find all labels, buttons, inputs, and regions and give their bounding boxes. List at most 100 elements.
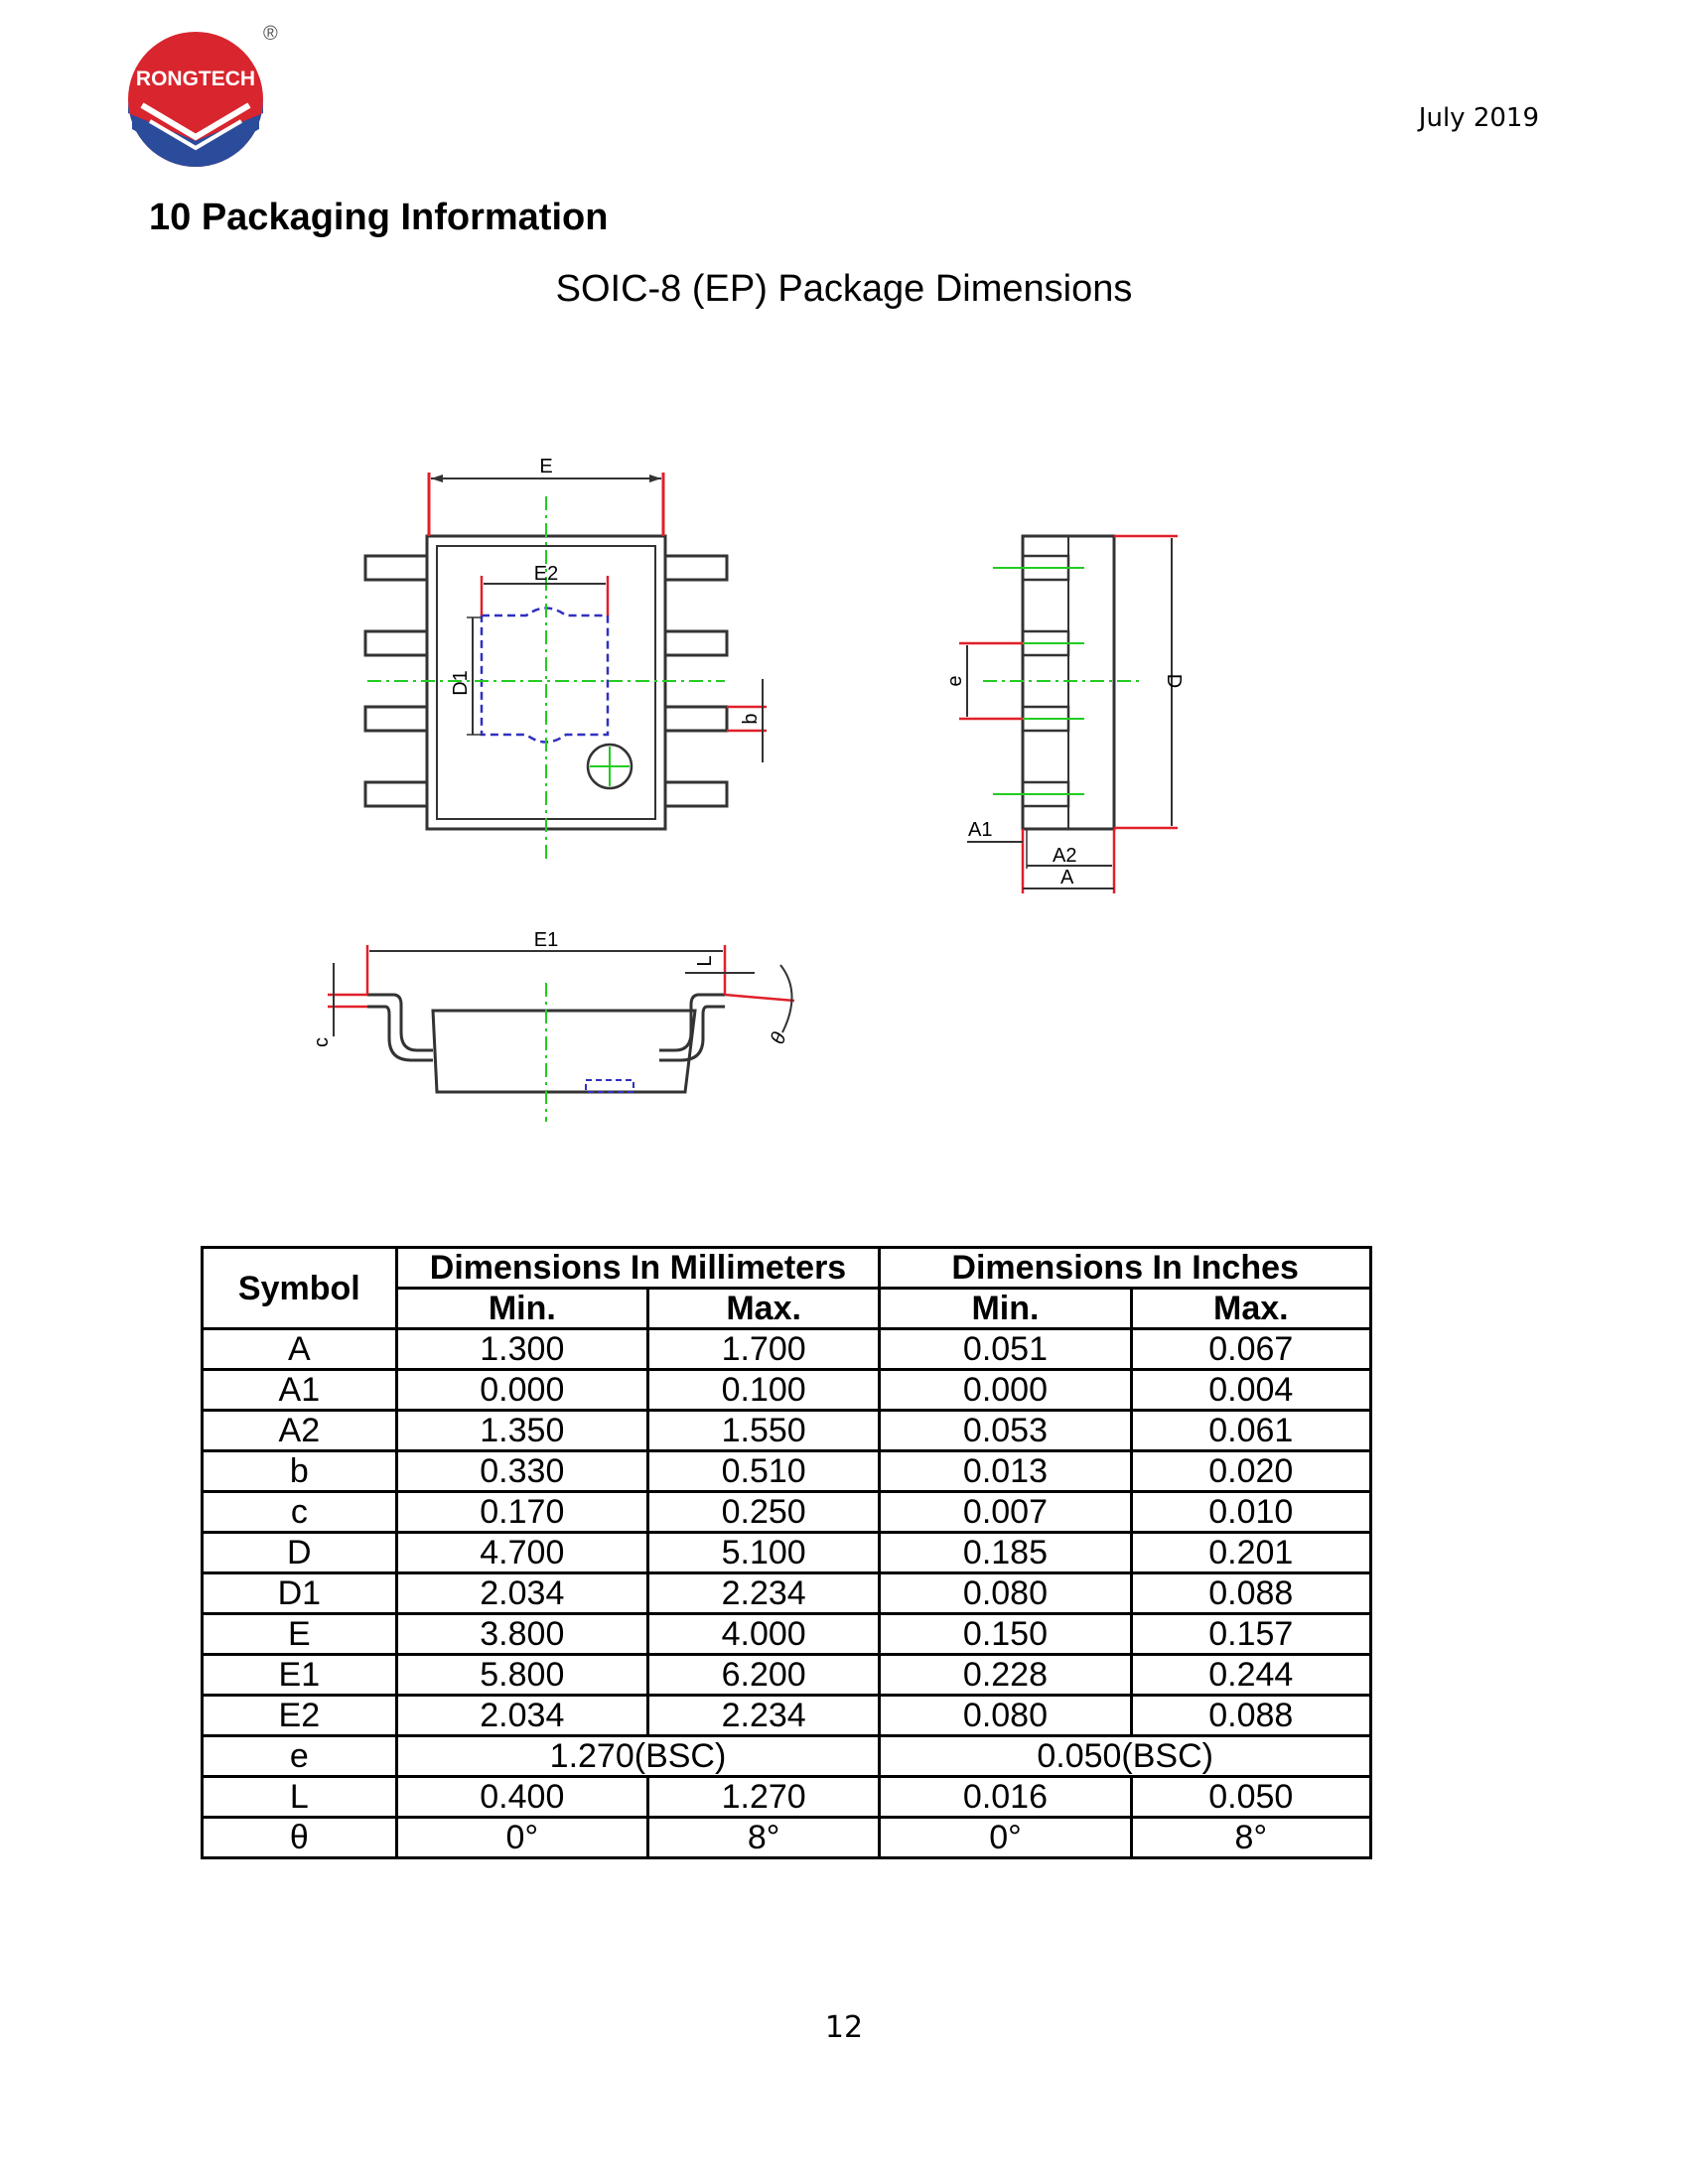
cell-in-min: 0.053 xyxy=(878,1409,1133,1452)
cell-symbol: θ xyxy=(201,1816,398,1859)
cell-in-max: 0.088 xyxy=(1129,1571,1373,1615)
cell-symbol: E xyxy=(201,1612,398,1656)
label-E: E xyxy=(539,456,552,478)
cell-mm-min: 0.330 xyxy=(394,1449,649,1493)
label-A: A xyxy=(1060,867,1074,888)
cell-mm-max: 0.250 xyxy=(645,1490,882,1534)
in-min-header: Min. xyxy=(878,1287,1133,1330)
cell-mm-max: 4.000 xyxy=(645,1612,882,1656)
cell-in-min: 0.150 xyxy=(878,1612,1133,1656)
cell-mm-min: 3.800 xyxy=(394,1612,649,1656)
in-header: Dimensions In Inches xyxy=(878,1246,1372,1290)
cell-in-min: 0.013 xyxy=(878,1449,1133,1493)
cell-mm-max: 1.270 xyxy=(645,1775,882,1819)
cell-in-max: 0.157 xyxy=(1129,1612,1373,1656)
cell-in-min: 0.080 xyxy=(878,1694,1133,1737)
rongtech-logo: RONGTECH ® xyxy=(128,23,278,167)
subtitle: SOIC-8 (EP) Package Dimensions xyxy=(555,268,1133,310)
cell-in-max: 0.244 xyxy=(1129,1653,1373,1697)
cell-in-max: 8° xyxy=(1129,1816,1373,1859)
cell-in-max: 0.061 xyxy=(1129,1409,1373,1452)
cell-mm-min: 0° xyxy=(394,1816,649,1859)
cell-mm-min: 5.800 xyxy=(394,1653,649,1697)
label-A2: A2 xyxy=(1053,845,1076,867)
cell-in-min: 0° xyxy=(878,1816,1133,1859)
side-view: e D A1 A2 A xyxy=(944,534,1185,893)
cell-mm-min: 2.034 xyxy=(394,1694,649,1737)
cell-in-max: 0.020 xyxy=(1129,1449,1373,1493)
package-drawings: E E2 D1 b xyxy=(311,456,1185,1122)
cell-symbol: D1 xyxy=(201,1571,398,1615)
cell-in-max: 0.004 xyxy=(1129,1368,1373,1412)
cell-symbol: b xyxy=(201,1449,398,1493)
label-L: L xyxy=(694,955,716,966)
label-b: b xyxy=(740,713,762,724)
cell-symbol: L xyxy=(201,1775,398,1819)
cell-in-max: 0.050 xyxy=(1129,1775,1373,1819)
label-D1: D1 xyxy=(450,670,472,696)
label-E2: E2 xyxy=(534,563,558,585)
mm-header: Dimensions In Millimeters xyxy=(394,1246,882,1290)
cell-in-min: 0.185 xyxy=(878,1531,1133,1574)
label-E1: E1 xyxy=(534,929,558,951)
cell-symbol: A xyxy=(201,1327,398,1371)
cell-mm-max: 0.100 xyxy=(645,1368,882,1412)
mm-min-header: Min. xyxy=(394,1287,649,1330)
cell-mm-max: 1.700 xyxy=(645,1327,882,1371)
cell-mm-min: 4.700 xyxy=(394,1531,649,1574)
label-D: D xyxy=(1163,674,1185,688)
cell-mm-max: 0.510 xyxy=(645,1449,882,1493)
cell-mm-min: 0.400 xyxy=(394,1775,649,1819)
cell-symbol: E2 xyxy=(201,1694,398,1737)
cell-mm-max: 1.550 xyxy=(645,1409,882,1452)
cell-symbol: E1 xyxy=(201,1653,398,1697)
cell-mm: 1.270(BSC) xyxy=(394,1734,882,1778)
top-view: E E2 D1 b xyxy=(363,456,767,864)
cell-mm-max: 5.100 xyxy=(645,1531,882,1574)
cell-mm-min: 0.170 xyxy=(394,1490,649,1534)
cell-in-max: 0.067 xyxy=(1129,1327,1373,1371)
cell-in-min: 0.228 xyxy=(878,1653,1133,1697)
cell-in-max: 0.201 xyxy=(1129,1531,1373,1574)
cell-symbol: D xyxy=(201,1531,398,1574)
logo-text: RONGTECH xyxy=(136,68,255,90)
cell-in: 0.050(BSC) xyxy=(878,1734,1372,1778)
cell-in-max: 0.010 xyxy=(1129,1490,1373,1534)
cell-mm-max: 6.200 xyxy=(645,1653,882,1697)
label-c: c xyxy=(311,1037,333,1047)
cell-in-min: 0.051 xyxy=(878,1327,1133,1371)
front-view: E1 L c θ xyxy=(311,929,795,1122)
cell-in-min: 0.007 xyxy=(878,1490,1133,1534)
dimensions-table: Symbol Dimensions In Millimeters Dimensi… xyxy=(201,1246,1373,1859)
cell-mm-min: 1.350 xyxy=(394,1409,649,1452)
in-max-header: Max. xyxy=(1129,1287,1373,1330)
cell-mm-max: 2.234 xyxy=(645,1571,882,1615)
cell-mm-min: 2.034 xyxy=(394,1571,649,1615)
page-number: 12 xyxy=(824,2010,864,2045)
cell-in-min: 0.000 xyxy=(878,1368,1133,1412)
label-theta: θ xyxy=(767,1029,790,1047)
mm-max-header: Max. xyxy=(645,1287,882,1330)
registered-mark: ® xyxy=(263,23,278,45)
cell-in-min: 0.080 xyxy=(878,1571,1133,1615)
cell-symbol: e xyxy=(201,1734,398,1778)
cell-symbol: c xyxy=(201,1490,398,1534)
cell-mm-max: 2.234 xyxy=(645,1694,882,1737)
cell-symbol: A2 xyxy=(201,1409,398,1452)
cell-mm-min: 1.300 xyxy=(394,1327,649,1371)
cell-mm-min: 0.000 xyxy=(394,1368,649,1412)
section-title: 10 Packaging Information xyxy=(149,197,609,238)
cell-in-min: 0.016 xyxy=(878,1775,1133,1819)
